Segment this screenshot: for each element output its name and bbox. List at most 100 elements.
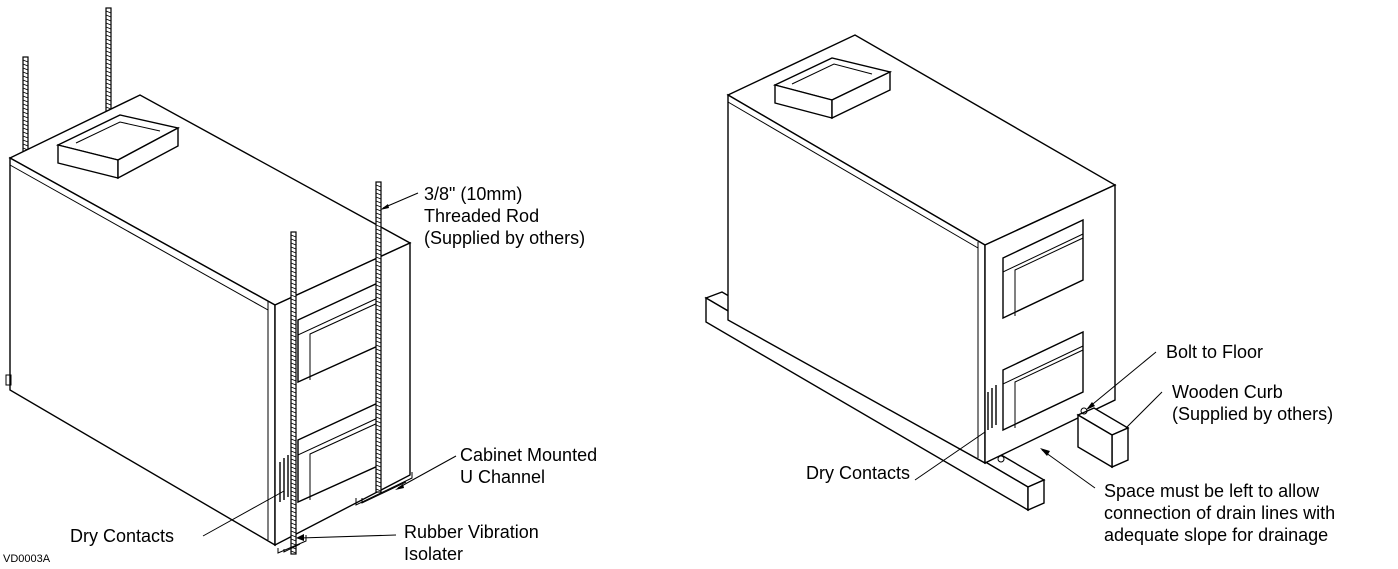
rod-thread xyxy=(290,254,297,258)
rod-thread xyxy=(290,498,297,502)
rod-thread xyxy=(375,404,382,408)
rod-thread xyxy=(375,336,382,340)
rod-thread xyxy=(290,454,297,458)
rod-thread xyxy=(105,74,112,78)
rod-thread xyxy=(22,75,29,79)
isolator-label: Rubber Vibration Isolater xyxy=(404,521,539,565)
isolator-label-line2: Isolater xyxy=(404,544,464,564)
space-label-line3: adequate slope for drainage xyxy=(1104,525,1329,545)
rod-label-line3: (Supplied by others) xyxy=(424,228,586,248)
rod-thread xyxy=(105,58,112,62)
rod-thread xyxy=(105,66,112,70)
rod-thread xyxy=(375,252,382,256)
rod-thread xyxy=(290,390,297,394)
curb-label-line2: (Supplied by others) xyxy=(1172,404,1334,424)
rod-thread xyxy=(105,10,112,14)
rod-thread xyxy=(22,79,29,83)
rod-thread xyxy=(375,448,382,452)
rod-thread xyxy=(375,268,382,272)
rod-thread xyxy=(290,338,297,342)
rod-thread xyxy=(290,426,297,430)
rod-thread xyxy=(375,308,382,312)
rod-thread xyxy=(290,234,297,238)
rod-thread xyxy=(290,302,297,306)
rod-thread xyxy=(22,71,29,75)
rod-thread xyxy=(375,356,382,360)
rod-thread xyxy=(290,274,297,278)
rod-thread xyxy=(375,244,382,248)
channel-label-line2: U Channel xyxy=(460,467,546,487)
rod-thread xyxy=(375,400,382,404)
rod-thread xyxy=(375,456,382,460)
rod-thread xyxy=(290,314,297,318)
rod-thread xyxy=(375,384,382,388)
rod-thread xyxy=(375,248,382,252)
rod-thread xyxy=(22,63,29,67)
rod-thread xyxy=(375,216,382,220)
rod-thread xyxy=(290,322,297,326)
rod-thread xyxy=(290,342,297,346)
rod-thread xyxy=(375,352,382,356)
rod-thread xyxy=(375,344,382,348)
rod-thread xyxy=(22,95,29,99)
rod-thread xyxy=(290,422,297,426)
channel-label-line1: Cabinet Mounted xyxy=(460,445,598,465)
rod-label-line1: 3/8" (10mm) xyxy=(424,184,523,204)
floor-bolt-icon xyxy=(997,455,1005,463)
rod-thread xyxy=(290,486,297,490)
rod-thread xyxy=(290,474,297,478)
rod-thread xyxy=(375,368,382,372)
rod-thread xyxy=(290,530,297,534)
rod-thread xyxy=(290,318,297,322)
threaded-rod-front-left xyxy=(290,231,297,555)
rod-thread xyxy=(105,42,112,46)
rod-thread xyxy=(290,270,297,274)
rod-thread xyxy=(375,296,382,300)
right-cabinet xyxy=(704,34,1163,512)
rod-thread xyxy=(375,196,382,200)
rod-thread xyxy=(375,208,382,212)
rod-thread xyxy=(105,70,112,74)
bolt-label: Bolt to Floor xyxy=(1166,342,1264,362)
rod-thread xyxy=(22,127,29,131)
rod-thread xyxy=(290,378,297,382)
left-cabinet xyxy=(5,7,457,555)
threaded-rod-front-right xyxy=(375,181,382,493)
rod-thread xyxy=(290,298,297,302)
channel-label: Cabinet Mounted U Channel xyxy=(460,444,597,488)
rod-thread xyxy=(22,67,29,71)
rod-thread xyxy=(375,284,382,288)
rod-thread xyxy=(375,288,382,292)
rod-thread xyxy=(105,38,112,42)
rod-thread xyxy=(105,46,112,50)
rod-thread xyxy=(290,450,297,454)
rod-thread xyxy=(22,119,29,123)
rod-thread xyxy=(290,246,297,250)
rod-thread xyxy=(375,292,382,296)
rod-thread xyxy=(290,358,297,362)
rod-thread xyxy=(105,86,112,90)
rod-thread xyxy=(290,414,297,418)
rod-thread xyxy=(375,428,382,432)
rod-thread xyxy=(290,242,297,246)
rod-thread xyxy=(105,78,112,82)
space-label-line2: connection of drain lines with xyxy=(1104,503,1336,523)
rod-thread xyxy=(375,444,382,448)
rod-thread xyxy=(375,432,382,436)
rod-thread xyxy=(105,62,112,66)
rod-thread xyxy=(375,328,382,332)
rod-thread xyxy=(290,490,297,494)
rod-thread xyxy=(375,192,382,196)
rod-thread xyxy=(105,14,112,18)
rod-thread xyxy=(290,310,297,314)
rod-thread xyxy=(375,304,382,308)
rod-thread xyxy=(375,256,382,260)
rod-thread xyxy=(290,526,297,530)
rod-thread xyxy=(375,464,382,468)
top-duct-collar-r xyxy=(772,57,893,120)
rod-thread xyxy=(105,22,112,26)
isolator-label-line1: Rubber Vibration xyxy=(404,522,539,542)
rod-thread xyxy=(22,131,29,135)
